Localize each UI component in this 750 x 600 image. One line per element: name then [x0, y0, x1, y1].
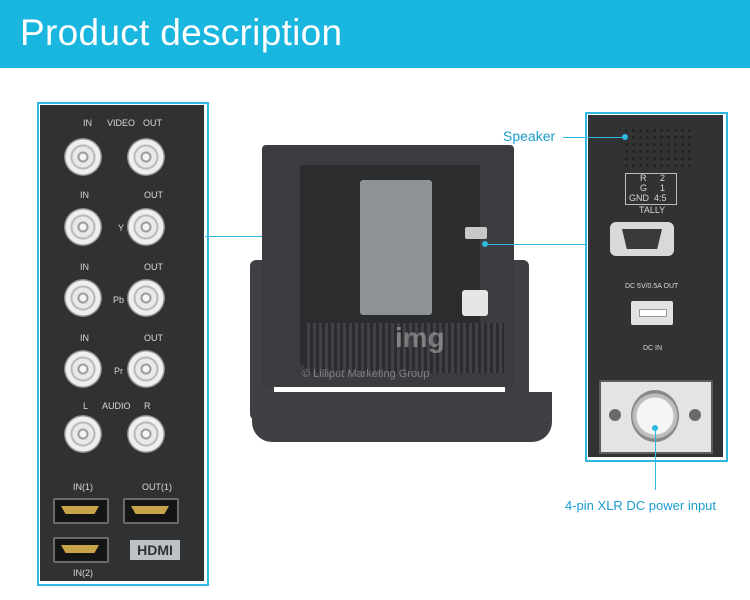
left-connector-panel: IN VIDEO OUT IN Y OUT IN Pb OUT IN Pr OU…: [40, 105, 204, 581]
hdmi-in2-port: [53, 537, 109, 563]
usb-port: [631, 301, 673, 325]
xlr-plate: [599, 380, 713, 454]
label-in: IN: [80, 333, 89, 343]
header-banner: Product description: [0, 0, 750, 68]
monitor-stand-base: [252, 392, 552, 442]
page-title: Product description: [20, 12, 343, 53]
left-connector-callout: [37, 102, 209, 586]
label-in: IN: [80, 262, 89, 272]
screw-left-icon: [609, 409, 621, 421]
label-r: R: [144, 401, 151, 411]
label-in: IN: [83, 118, 92, 128]
bnc-video-out-connector: [127, 138, 165, 176]
right-connector-callout: [585, 112, 728, 462]
label-y: Y: [118, 223, 125, 233]
bnc-pb-in-connector: [64, 279, 102, 317]
callout-dot-right: [482, 241, 488, 247]
tally-g-value: 1: [660, 183, 666, 193]
right-connector-panel: R 2 G 1 GND 4:5 TALLY DC 5V/0.5A OUT DC …: [588, 115, 723, 457]
vent-grille: [304, 323, 504, 373]
usb-tongue: [639, 309, 667, 317]
bnc-pr-in-connector: [64, 350, 102, 388]
bnc-pr-out-connector: [127, 350, 165, 388]
battery-plate: [360, 180, 432, 315]
label-audio: AUDIO: [102, 401, 131, 411]
speaker-callout-label: Speaker: [503, 128, 556, 144]
bnc-pb-out-connector: [127, 279, 165, 317]
label-hdmi-out1: OUT(1): [142, 482, 172, 492]
speaker-grille: [623, 127, 693, 167]
bnc-y-in-connector: [64, 208, 102, 246]
callout-line-left: [205, 236, 313, 237]
xlr-callout-line: [655, 428, 656, 490]
label-l: L: [83, 401, 89, 411]
tally-r-label: R: [640, 173, 647, 183]
watermark-logo: img: [395, 322, 445, 353]
tally-title: TALLY: [639, 205, 666, 215]
hdmi-in1-port: [53, 498, 109, 524]
tally-g-label: G: [640, 183, 648, 193]
tally-gnd-label: GND: [629, 193, 649, 203]
dc-out-label: DC 5V/0.5A OUT: [625, 283, 679, 290]
vga-pin-block: [622, 229, 662, 249]
monitor-back-housing: [262, 145, 514, 387]
watermark-text: © Lilliput Marketing Group: [302, 368, 430, 380]
xlr-socket: [462, 290, 488, 316]
label-out: OUT: [143, 118, 162, 128]
hdmi-logo-badge: HDMI: [130, 540, 180, 560]
speaker-callout-line: [563, 137, 625, 138]
label-hdmi-in1: IN(1): [73, 482, 93, 492]
hdmi-out1-port: [123, 498, 179, 524]
label-video: VIDEO: [107, 118, 136, 128]
vga-connector: [610, 222, 674, 256]
bnc-audio-r-connector: [127, 415, 165, 453]
dc-in-label: DC IN: [643, 345, 663, 352]
label-out: OUT: [144, 333, 163, 343]
tally-box: [625, 173, 677, 205]
label-hdmi-in2: IN(2): [73, 568, 93, 578]
callout-line-right: [488, 244, 586, 245]
vga-port: [465, 227, 487, 239]
xlr-callout-label: 4-pin XLR DC power input: [565, 498, 717, 513]
label-out: OUT: [144, 262, 163, 272]
tally-r-value: 2: [660, 173, 666, 183]
speaker-callout-dot: [622, 134, 628, 140]
bnc-video-in-connector: [64, 138, 102, 176]
label-pr: Pr: [114, 366, 123, 376]
bnc-y-out-connector: [127, 208, 165, 246]
label-out: OUT: [144, 190, 163, 200]
bnc-audio-l-connector: [64, 415, 102, 453]
screw-right-icon: [689, 409, 701, 421]
label-pb: Pb: [113, 295, 125, 305]
tally-gnd-value: 4:5: [654, 193, 667, 203]
label-in: IN: [80, 190, 89, 200]
